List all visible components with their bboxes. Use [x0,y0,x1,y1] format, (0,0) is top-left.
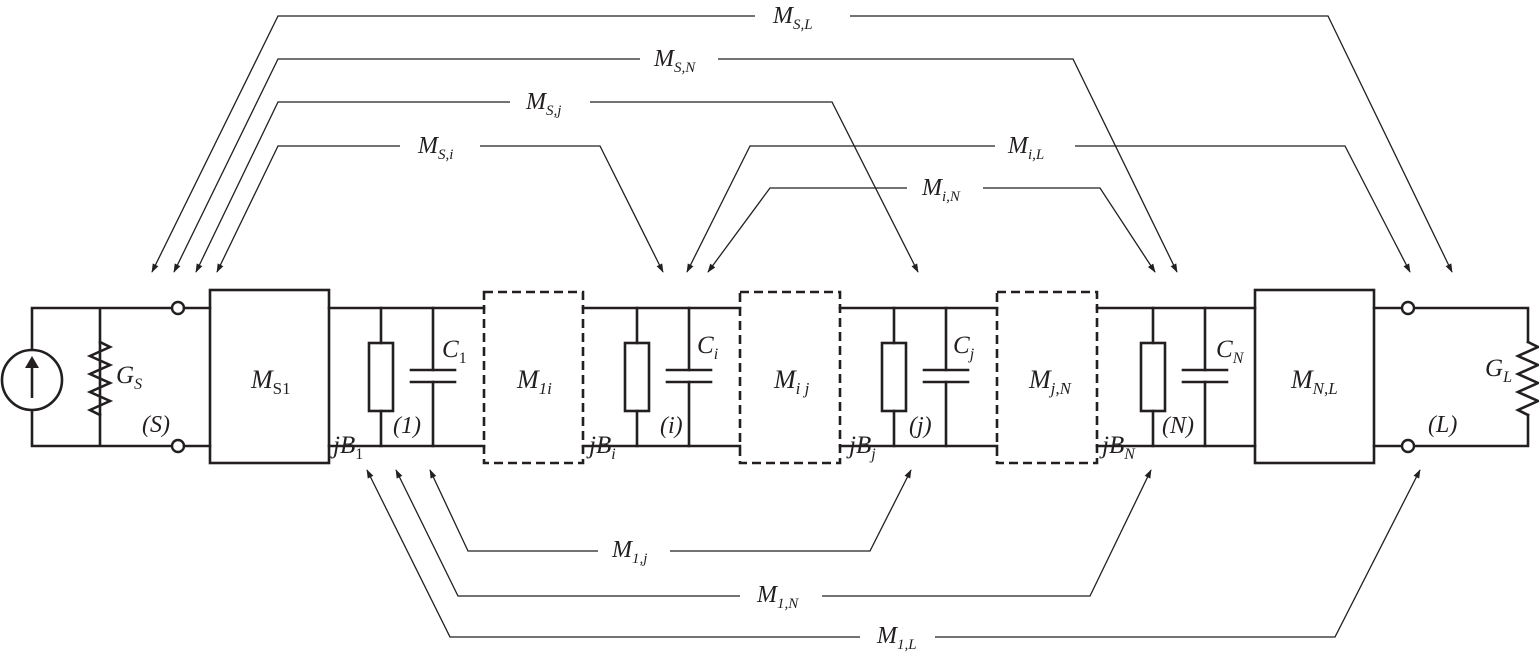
coupling-m-in: Mi,N [707,175,1156,273]
susceptance-element-icon [1139,341,1167,413]
svg-text:Ci: Ci [697,332,718,363]
svg-text:Mi j: Mi j [773,365,810,398]
capacitor-icon [922,368,970,384]
load-terminal-bottom [1400,438,1416,454]
svg-text:MS,j: MS,j [525,89,561,119]
svg-text:Mi,L: Mi,L [1007,133,1044,163]
coupling-m-si: MS,i [216,133,664,273]
load-node-label: (L) [1428,412,1457,438]
susceptance-element-icon [367,341,395,413]
svg-text:M1,L: M1,L [876,623,917,653]
block-m-ij: Mi j [738,290,842,465]
svg-text:C1: C1 [442,336,467,367]
svg-text:jBj: jBj [846,432,876,463]
svg-text:(j): (j) [909,413,932,439]
svg-text:jBi: jBi [586,432,616,463]
svg-text:M1i: M1i [516,365,552,398]
load-resistor-icon [1514,340,1539,417]
load-conductance-label: GL [1485,355,1512,386]
svg-text:Mj,N: Mj,N [1028,365,1073,398]
svg-text:jBN: jBN [1099,432,1136,463]
source-resistor-icon [86,340,114,417]
capacitor-icon [409,368,457,384]
load-section: GL (L) [1400,300,1539,454]
block-m-1i: M1i [482,290,585,465]
resonator-1: C1 jB1 (1) [330,306,467,463]
source-wires [30,306,180,448]
source-terminal-bottom [170,438,186,454]
svg-text:(N): (N) [1162,413,1194,439]
svg-text:MS,i: MS,i [417,133,453,163]
load-terminal-top [1400,300,1416,316]
coupling-m-sl: MS,L [151,3,1453,273]
svg-text:CN: CN [1216,336,1245,367]
susceptance-element-icon [623,341,651,413]
source-section: GS (S) [0,300,186,454]
resonator-n: CN jBN (N) [1099,306,1245,463]
svg-text:MN,L: MN,L [1290,365,1338,398]
svg-text:jB1: jB1 [330,432,363,463]
svg-text:Mi,N: Mi,N [921,175,961,205]
capacitor-icon [1181,368,1229,384]
svg-text:MS,N: MS,N [653,46,696,76]
coupling-m-sj: MS,j [195,89,919,273]
current-source-icon [0,348,64,412]
coupling-m-1n: M1,N [395,469,1152,612]
svg-text:(i): (i) [660,413,683,439]
coupling-m-il: Mi,L [686,133,1411,273]
svg-text:M1,j: M1,j [611,537,647,567]
source-conductance-label: GS [116,362,142,393]
capacitor-icon [665,368,713,384]
coupling-m-sn: MS,N [173,46,1178,273]
susceptance-element-icon [880,341,908,413]
svg-text:MS1: MS1 [250,365,291,398]
resonator-j: Cj jBj (j) [846,306,975,463]
coupling-m-1j: M1,j [429,469,912,567]
svg-text:MS,L: MS,L [772,3,813,33]
block-m-jn: Mj,N [995,290,1099,465]
svg-text:Cj: Cj [953,332,975,363]
resonator-i: Ci jBi (i) [586,306,718,463]
svg-text:(1): (1) [393,413,421,439]
source-terminal-top [170,300,186,316]
block-m-s1: MS1 [208,288,331,465]
block-m-nl: MN,L [1253,288,1376,465]
source-node-label: (S) [142,412,170,438]
coupling-m-1l: M1,L [366,469,1421,653]
svg-text:M1,N: M1,N [756,582,799,612]
